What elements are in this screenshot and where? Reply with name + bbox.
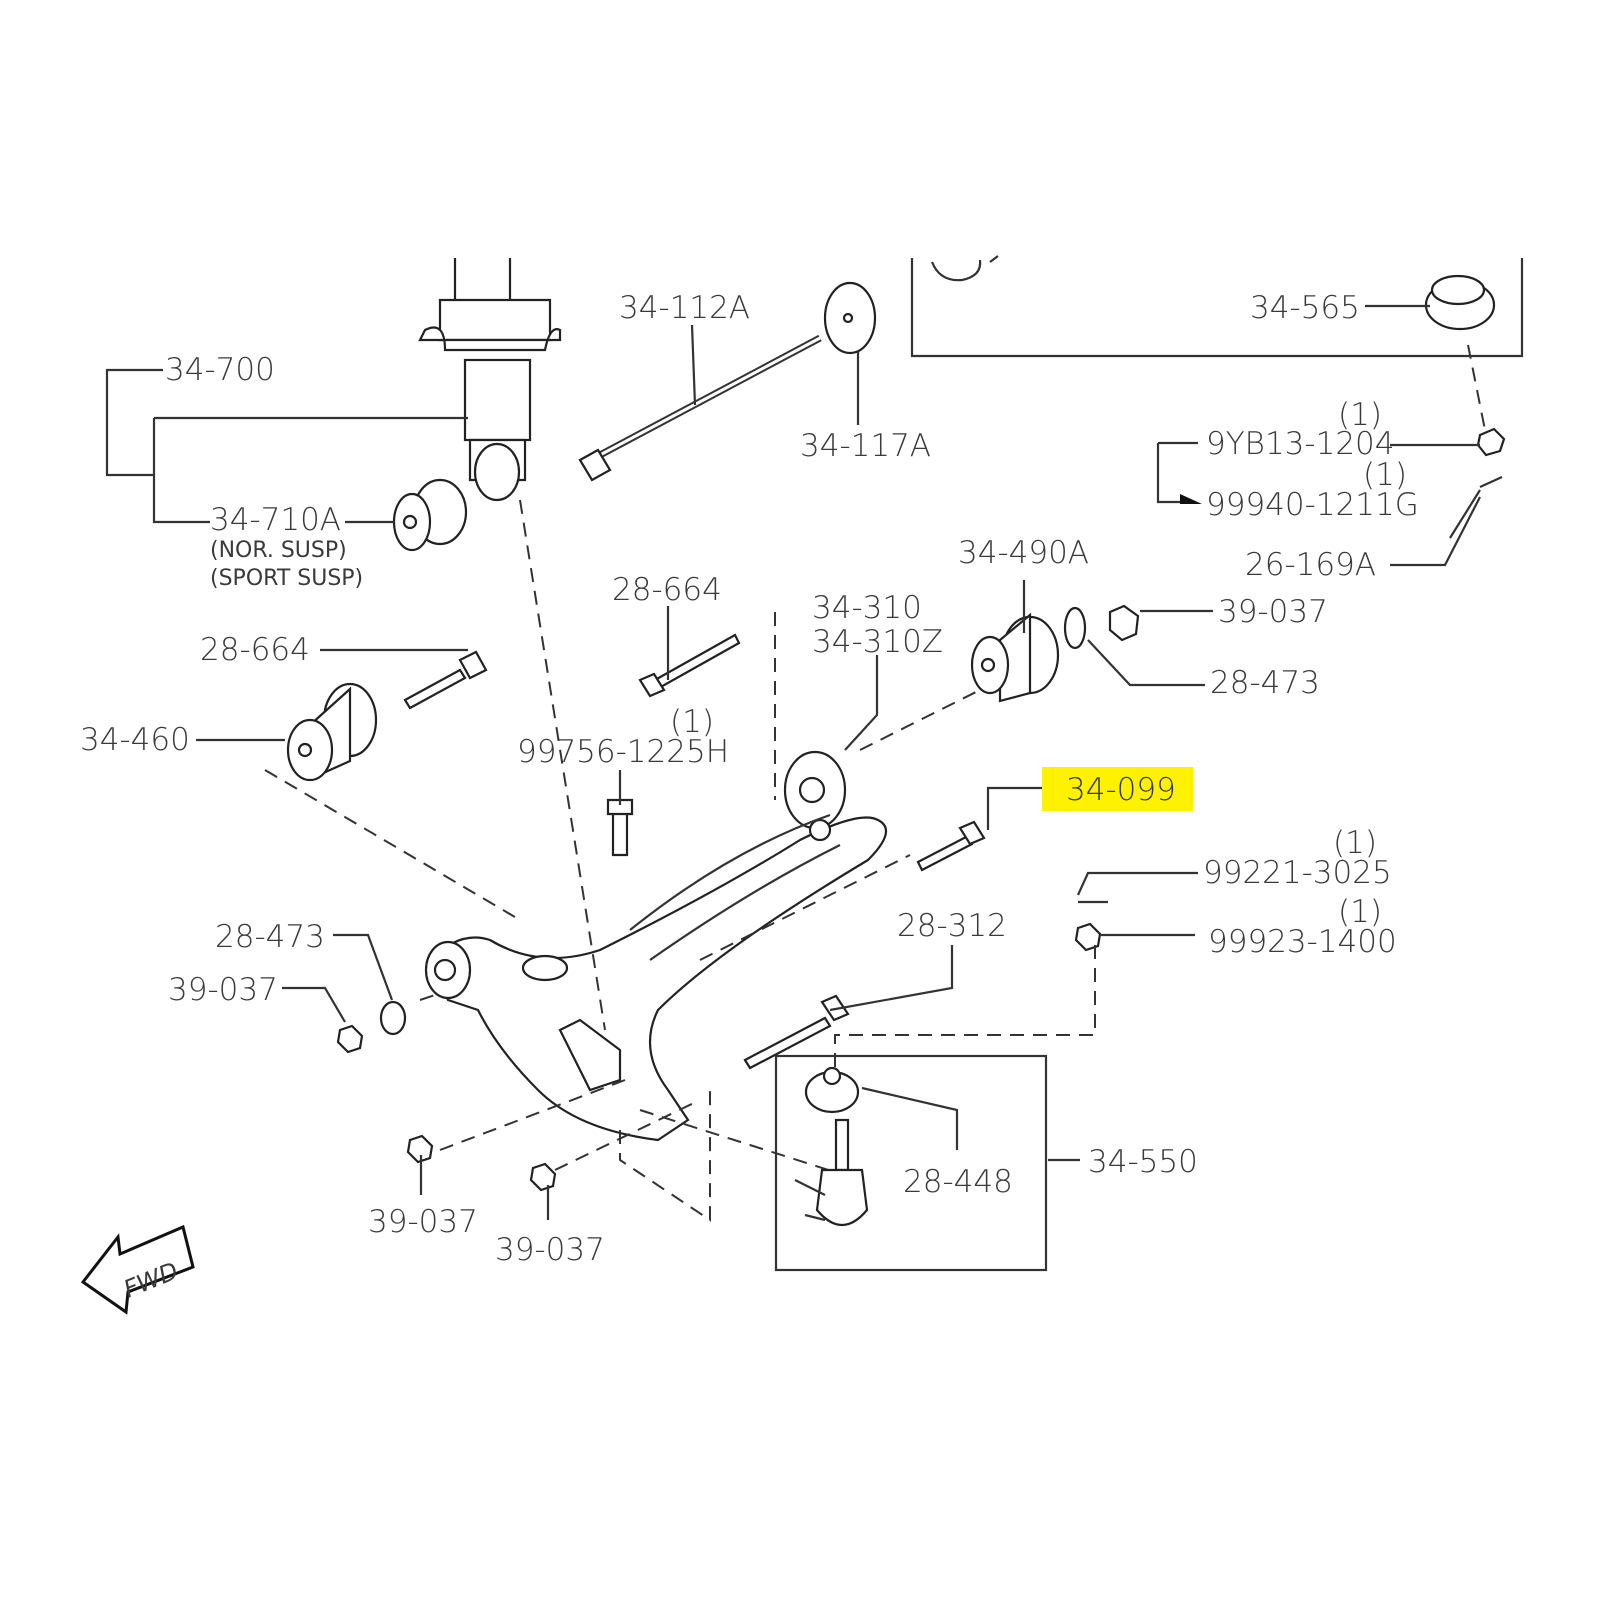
ball-joint-34-550	[794, 1066, 869, 1226]
label-28-312[interactable]: 28-312	[897, 908, 1007, 944]
shock-absorber-strut	[418, 258, 562, 502]
label-34-710A[interactable]: 34-710A	[210, 502, 341, 538]
label-28-448[interactable]: 28-448	[903, 1164, 1013, 1200]
label-99923-1400[interactable]: 99923-1400	[1208, 924, 1397, 960]
bushing-34-710A	[392, 478, 468, 552]
lower-control-arm	[424, 750, 888, 1142]
label-39-037-bottom-1[interactable]: 39-037	[368, 1204, 478, 1240]
label-34-700[interactable]: 34-700	[165, 352, 275, 388]
highlight-34-099	[1042, 767, 1193, 811]
long-bolt-34-112A	[578, 281, 877, 482]
qty-99221-3025: (1)	[1333, 825, 1377, 861]
label-39-037-right[interactable]: 39-037	[1218, 594, 1328, 630]
label-28-473-right[interactable]: 28-473	[1210, 665, 1320, 701]
bushing-34-490A	[970, 612, 1060, 703]
label-28-664-left[interactable]: 28-664	[200, 632, 310, 668]
note-nor-susp: (NOR. SUSP)	[210, 538, 347, 563]
label-34-550[interactable]: 34-550	[1088, 1144, 1198, 1180]
label-34-112A[interactable]: 34-112A	[619, 290, 750, 326]
dust-boot-34-565	[1424, 274, 1496, 331]
label-28-473-left[interactable]: 28-473	[215, 919, 325, 955]
label-28-664-top[interactable]: 28-664	[612, 572, 722, 608]
part-labels: 34-112A 34-700 34-117A 34-565 (1) 9YB13-…	[80, 290, 1419, 1268]
label-34-310Z[interactable]: 34-310Z	[812, 624, 943, 660]
bushing-34-460	[286, 682, 378, 782]
label-39-037-bottom-2[interactable]: 39-037	[495, 1232, 605, 1268]
label-99221-3025[interactable]: 99221-3025	[1203, 855, 1392, 891]
label-34-490A[interactable]: 34-490A	[958, 535, 1089, 571]
label-99940-1211G[interactable]: 99940-1211G	[1206, 487, 1419, 523]
forward-direction-arrow: FWD	[80, 1224, 195, 1315]
inset-frame-top	[910, 258, 1524, 358]
qty-99756-1225H: (1)	[670, 704, 714, 740]
note-sport-susp: (SPORT SUSP)	[210, 566, 363, 591]
qty-99923-1400: (1)	[1338, 894, 1382, 930]
label-34-099[interactable]: 34-099	[1066, 772, 1176, 808]
label-9YB13-1204[interactable]: 9YB13-1204	[1206, 426, 1394, 462]
qty-99940-1211G: (1)	[1363, 457, 1407, 493]
ball-joint-frame	[774, 1054, 1048, 1272]
label-34-565[interactable]: 34-565	[1250, 290, 1360, 326]
label-34-117A[interactable]: 34-117A	[800, 428, 931, 464]
label-26-169A[interactable]: 26-169A	[1245, 547, 1376, 583]
label-39-037-left[interactable]: 39-037	[168, 972, 278, 1008]
label-99756-1225H[interactable]: 99756-1225H	[517, 734, 729, 770]
qty-9YB13-1204: (1)	[1338, 397, 1382, 433]
label-34-460[interactable]: 34-460	[80, 722, 190, 758]
arrow-marker	[1180, 494, 1202, 504]
label-34-310[interactable]: 34-310	[812, 590, 922, 626]
